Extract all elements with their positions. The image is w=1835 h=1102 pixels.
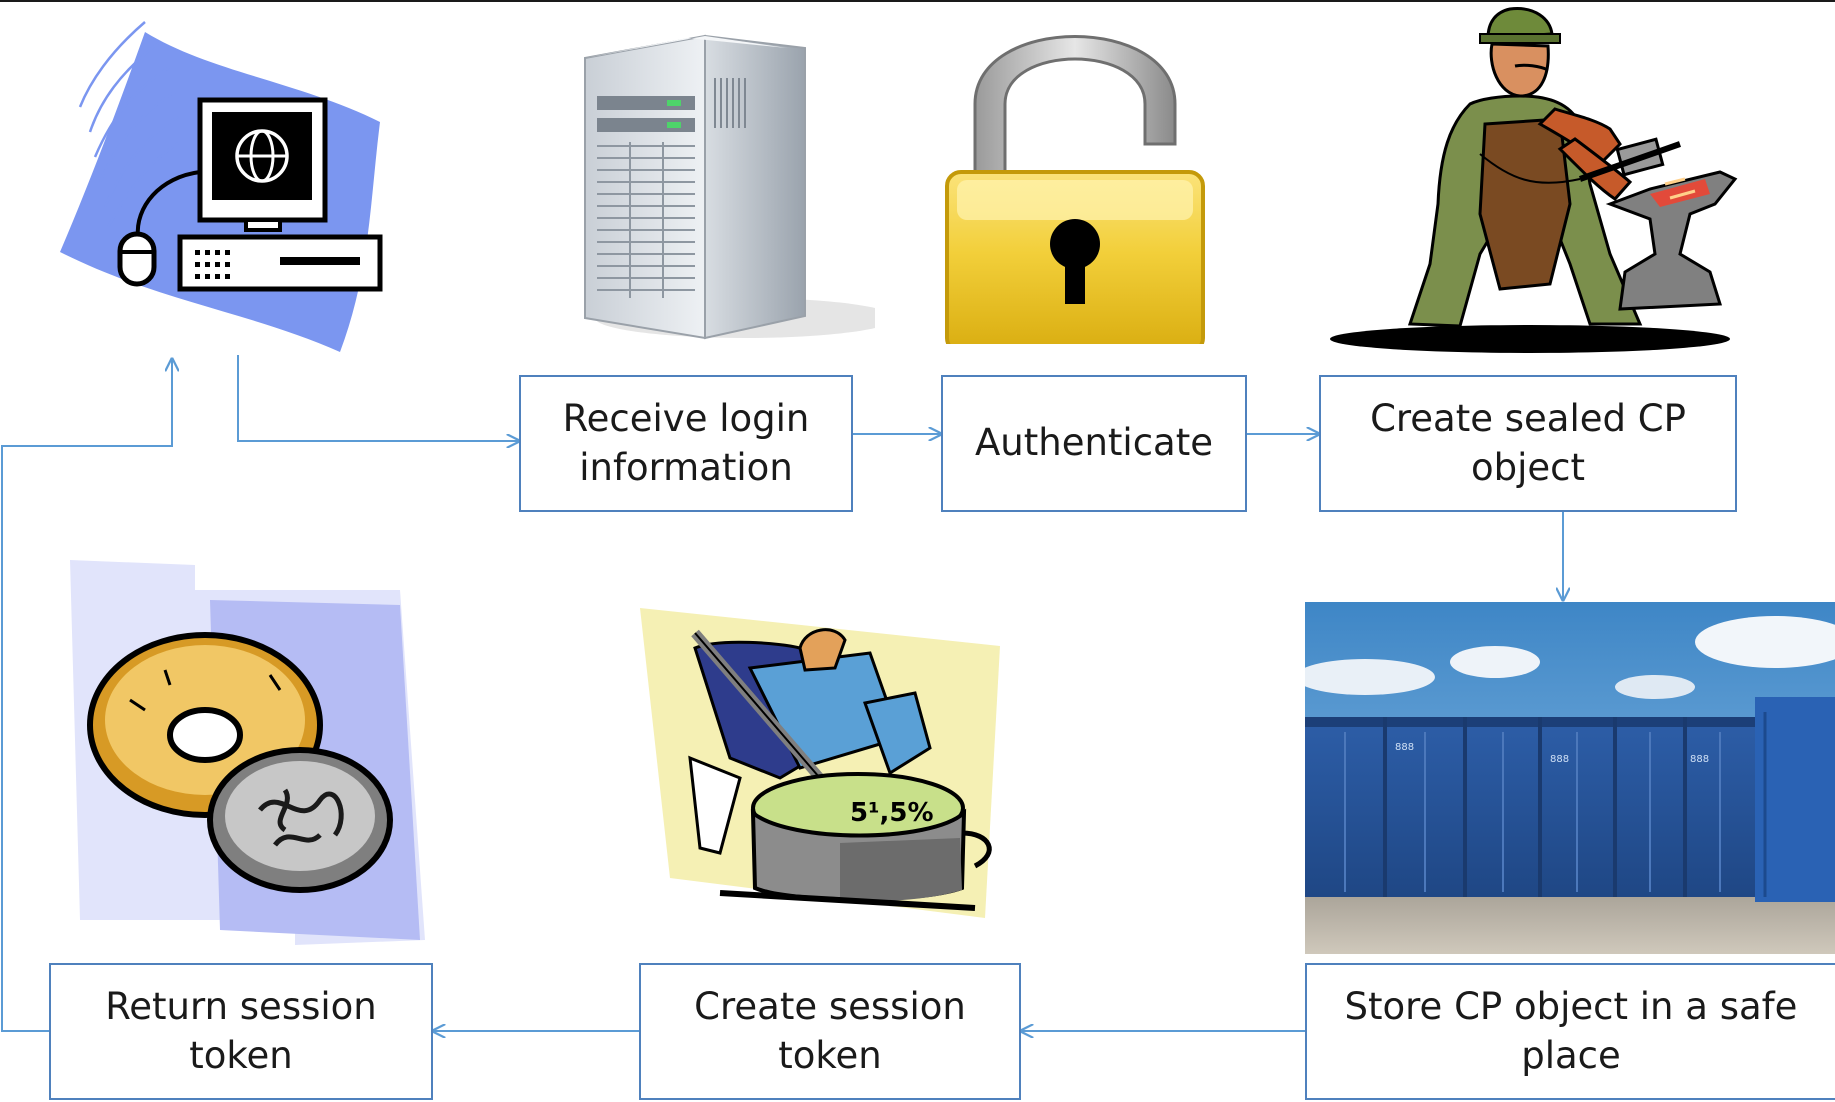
step-return-session-token-label: Return session token <box>105 985 377 1077</box>
computer-icon <box>60 21 383 352</box>
step-create-session-token: Create session token <box>639 963 1021 1100</box>
blacksmith-icon <box>1330 7 1738 353</box>
svg-text:888: 888 <box>1550 754 1569 765</box>
top-border-line <box>0 0 1835 2</box>
cook-stirring-pot-icon: 5¹,5% <box>640 608 1000 918</box>
step-store-cp: Store CP object in a safe place <box>1305 963 1835 1100</box>
step-create-sealed-cp: Create sealed CP object <box>1319 375 1737 512</box>
pot-text: 5¹,5% <box>850 798 934 828</box>
step-create-sealed-cp-label: Create sealed CP object <box>1370 397 1686 489</box>
step-authenticate: Authenticate <box>941 375 1247 512</box>
svg-text:888: 888 <box>1395 742 1414 753</box>
step-authenticate-label: Authenticate <box>974 421 1213 465</box>
coins-icon <box>70 560 425 945</box>
step-return-session-token: Return session token <box>49 963 433 1100</box>
svg-text:888: 888 <box>1690 754 1709 765</box>
connector-return-to-computer <box>1 359 172 1032</box>
step-store-cp-label: Store CP object in a safe place <box>1344 985 1798 1077</box>
step-receive-login-label: Receive login information <box>562 397 810 489</box>
server-icon <box>584 34 875 340</box>
shipping-containers-photo: 888 888 888 <box>1305 602 1835 954</box>
connector-computer-to-receive <box>237 355 519 441</box>
step-receive-login: Receive login information <box>519 375 853 512</box>
step-create-session-token-label: Create session token <box>694 985 966 1077</box>
padlock-icon <box>945 35 1205 344</box>
